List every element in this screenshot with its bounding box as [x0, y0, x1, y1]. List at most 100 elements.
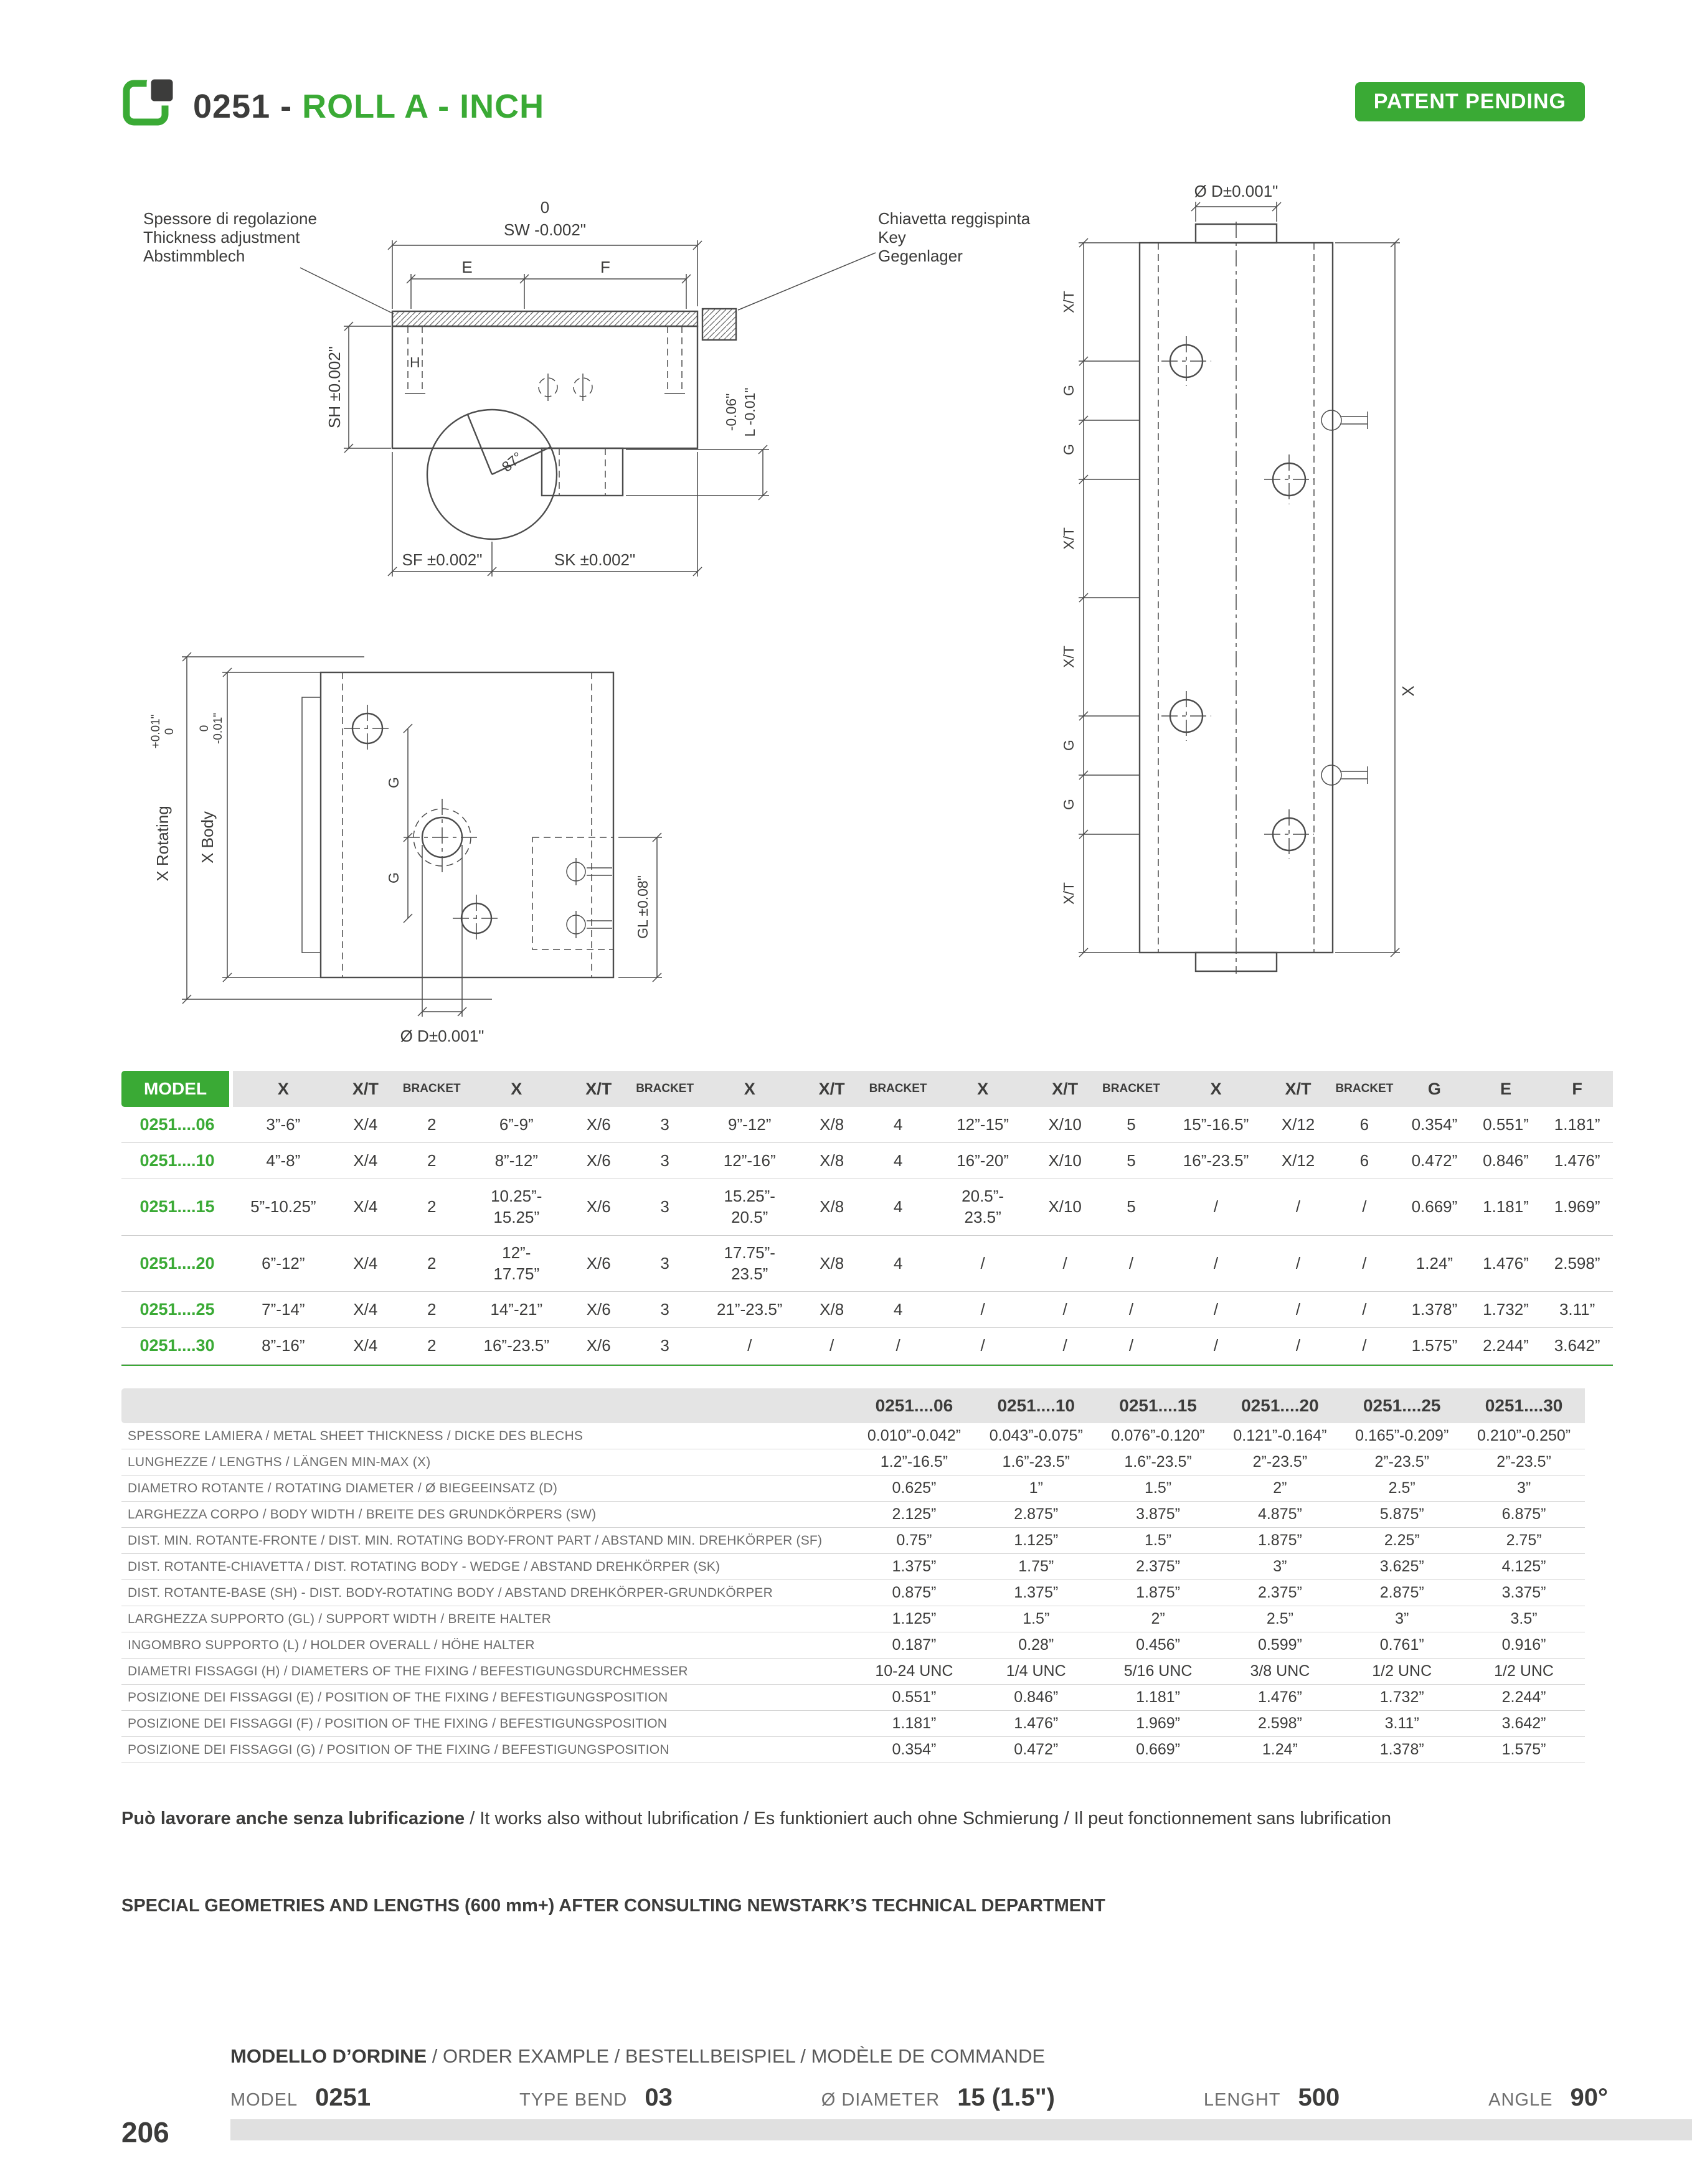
dim-e: E — [461, 258, 472, 276]
seg-g-1: G — [1061, 385, 1077, 396]
cell: 14”-21” — [466, 1292, 567, 1329]
cell: 2.875” — [975, 1502, 1097, 1528]
dim-d-front-view: Ø D±0.001" — [1194, 182, 1278, 200]
cell: INGOMBRO SUPPORTO (L) / HOLDER OVERALL /… — [121, 1632, 853, 1659]
cell: 2.5” — [1341, 1476, 1463, 1502]
cell: 1” — [975, 1476, 1097, 1502]
note-lubrication-rest: / It works also without lubrification / … — [465, 1809, 1392, 1829]
cell: 2.5” — [1219, 1606, 1341, 1632]
order-label-type-bend: TYPE BEND — [519, 2090, 628, 2110]
column-header: X/T — [1266, 1071, 1330, 1107]
cell: X/10 — [1033, 1143, 1097, 1180]
column-header: 0251....06 — [853, 1388, 975, 1423]
column-header: 0251....15 — [1097, 1388, 1219, 1423]
cell: 4 — [863, 1292, 933, 1329]
order-label-model: MODEL — [230, 2090, 298, 2110]
cell: / — [699, 1328, 800, 1365]
cell: X/8 — [800, 1292, 864, 1329]
cell: 6 — [1330, 1143, 1399, 1180]
cell: 1.378” — [1399, 1292, 1470, 1329]
patent-pending-badge: PATENT PENDING — [1354, 82, 1585, 121]
cell: X/8 — [800, 1143, 864, 1180]
cell: 1.6”-23.5” — [975, 1449, 1097, 1476]
dim-sh: SH ±0.002" — [325, 346, 344, 428]
cell: 0.875” — [853, 1580, 975, 1606]
cell: X/6 — [567, 1236, 631, 1292]
cell: 3.642” — [1463, 1711, 1585, 1737]
spec-table-row: LUNGHEZZE / LENGTHS / LÄNGEN MIN-MAX (X)… — [121, 1449, 1585, 1476]
order-example: MODELLO D’ORDINE / ORDER EXAMPLE / BESTE… — [230, 2045, 1608, 2112]
column-header: X — [932, 1071, 1033, 1107]
cell: 2.125” — [853, 1502, 975, 1528]
spec-table-row: INGOMBRO SUPPORTO (L) / HOLDER OVERALL /… — [121, 1632, 1585, 1659]
cell: 21”-23.5” — [699, 1292, 800, 1329]
seg-xt-4: X/T — [1061, 882, 1077, 905]
cell: 1.575” — [1399, 1328, 1470, 1365]
cell: 3.375” — [1463, 1580, 1585, 1606]
order-heading-rest: / ORDER EXAMPLE / BESTELLBEISPIEL / MODÈ… — [427, 2045, 1046, 2067]
cell: 6”-9” — [466, 1107, 567, 1144]
column-header: E — [1470, 1071, 1542, 1107]
order-value-model: 0251 — [315, 2084, 371, 2111]
cell: / — [1330, 1328, 1399, 1365]
cell: 6 — [1330, 1107, 1399, 1144]
x-rotating-tol-bottom: 0 — [163, 728, 176, 735]
cell: 2 — [397, 1292, 466, 1329]
spec-table-row: LARGHEZZA CORPO / BODY WIDTH / BREITE DE… — [121, 1502, 1585, 1528]
seg-g-2: G — [1061, 444, 1077, 455]
cell: 0.456” — [1097, 1632, 1219, 1659]
cell: 0.551” — [1470, 1107, 1542, 1144]
cell: 4 — [863, 1143, 933, 1180]
cell: 1.2”-16.5” — [853, 1449, 975, 1476]
cell: 1.375” — [853, 1554, 975, 1580]
cell: 2”-23.5” — [1463, 1449, 1585, 1476]
cell: 16”-23.5” — [1165, 1143, 1267, 1180]
column-header: F — [1541, 1071, 1613, 1107]
cell: 1.378” — [1341, 1737, 1463, 1763]
column-header: 0251....25 — [1341, 1388, 1463, 1423]
order-example-row: MODEL 0251 TYPE BEND 03 Ø DIAMETER 15 (1… — [230, 2084, 1608, 2112]
cell: 8”-16” — [233, 1328, 334, 1365]
cell: 0.165”-0.209” — [1341, 1423, 1463, 1449]
cell: 2 — [397, 1179, 466, 1236]
cell: X/6 — [567, 1107, 631, 1144]
order-example-heading: MODELLO D’ORDINE / ORDER EXAMPLE / BESTE… — [230, 2045, 1608, 2068]
key-label-en: Key — [878, 228, 906, 247]
cell: DIAMETRO ROTANTE / ROTATING DIAMETER / Ø… — [121, 1476, 853, 1502]
cell: 2.375” — [1097, 1554, 1219, 1580]
cell: 3.5” — [1463, 1606, 1585, 1632]
cell: 2 — [397, 1236, 466, 1292]
cell: / — [863, 1328, 933, 1365]
page-title: 0251 - ROLL A - INCH — [193, 87, 544, 126]
cell: 0.28” — [975, 1632, 1097, 1659]
cell: 1.476” — [1219, 1685, 1341, 1711]
cell: 5.875” — [1341, 1502, 1463, 1528]
thickness-label-de: Abstimmblech — [143, 247, 245, 265]
top-view-labels: +0.01" 0 X Rotating 0 -0.01" X Body G G … — [149, 713, 651, 1045]
cell: 1.24” — [1219, 1737, 1341, 1763]
order-value-diameter: 15 (1.5") — [957, 2084, 1056, 2111]
order-label-angle: ANGLE — [1488, 2090, 1553, 2110]
sw-tolerance-top: 0 — [541, 198, 549, 217]
cell: 4.875” — [1219, 1502, 1341, 1528]
cell: 10.25”- 15.25” — [466, 1179, 567, 1236]
order-field-model: MODEL 0251 — [230, 2084, 371, 2112]
x-body-tol-bottom: -0.01" — [212, 713, 225, 744]
order-heading-bold: MODELLO D’ORDINE — [230, 2045, 427, 2067]
column-header: BRACKET — [1330, 1071, 1399, 1107]
column-header: BRACKET — [630, 1071, 699, 1107]
cell: 1.5” — [1097, 1476, 1219, 1502]
cell: / — [1165, 1236, 1267, 1292]
order-value-type-bend: 03 — [645, 2084, 673, 2111]
cell: 2”-23.5” — [1219, 1449, 1341, 1476]
footer-divider-bar — [230, 2119, 1692, 2140]
column-header: MODEL — [121, 1071, 234, 1107]
cell: 3” — [1219, 1554, 1341, 1580]
seg-g-3: G — [1061, 740, 1077, 751]
cell: / — [1330, 1292, 1399, 1329]
cell: 0.916” — [1463, 1632, 1585, 1659]
cell: X/4 — [333, 1179, 397, 1236]
